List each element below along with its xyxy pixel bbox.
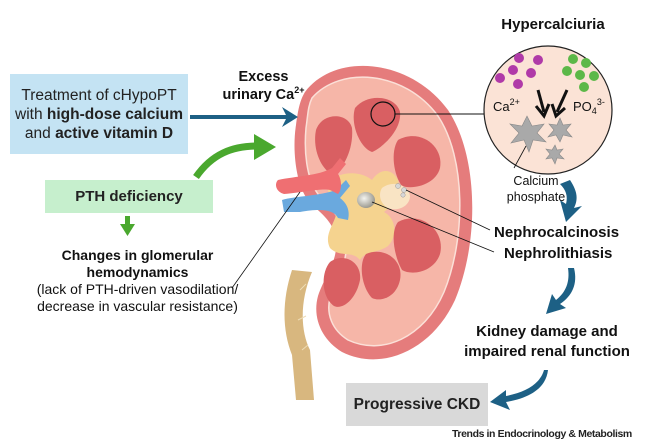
pth-deficiency-box: PTH deficiency: [45, 180, 213, 213]
treatment-box: Treatment of cHypoPT with high-dose calc…: [10, 74, 188, 154]
treatment-line3: and active vitamin D: [24, 124, 174, 142]
calcium-ions: [495, 53, 543, 89]
excess-calcium-label: Excess urinary Ca2+: [222, 69, 305, 103]
nephrocalcinosis-pointer: [405, 189, 491, 231]
pth-kidney-arrow: [193, 142, 259, 180]
phosphate-ions: [562, 54, 599, 92]
nephrolithiasis-label: Nephrolithiasis: [504, 245, 613, 262]
hypercalciuria-circle: [483, 45, 613, 175]
nephrocalcinosis-label: Nephrocalcinosis: [494, 224, 620, 241]
glomerular-hemodynamics-label: Changes in glomerular hemodynamics (lack…: [36, 247, 239, 314]
ureter: [284, 270, 314, 400]
nephrolithiasis-pointer: [371, 201, 495, 253]
phosphate-ion-label: PO43-: [573, 97, 605, 116]
calcium-phosphate-crystals: [509, 115, 573, 165]
flow-arrows: [490, 180, 582, 410]
treatment-line1: Treatment of cHypoPT: [21, 86, 177, 104]
kidney-stone: [357, 192, 375, 208]
progressive-ckd-box: Progressive CKD: [346, 383, 488, 426]
arrow-to-ckd: [490, 370, 548, 410]
calcium-phosphate-label: Calcium phosphate: [506, 174, 566, 204]
kidney-damage-label: Kidney damage and impaired renal functio…: [464, 323, 630, 360]
hypercalciuria-title: Hypercalciuria: [501, 16, 605, 33]
calcifications: [380, 183, 410, 210]
treatment-line2: with high-dose calcium: [15, 105, 183, 123]
arrow-to-nephrocalcinosis: [560, 180, 582, 222]
journal-credit: Trends in Endocrinology & Metabolism: [452, 428, 632, 440]
calcium-ion-label: Ca2+: [493, 97, 520, 115]
renal-pyramids: [315, 97, 441, 307]
glomerular-pointer: [231, 191, 301, 289]
renal-vessels: [276, 158, 350, 220]
kidney: [294, 65, 473, 360]
arrow-to-kidney-damage: [546, 268, 576, 314]
pth-down-arrow: [120, 216, 135, 236]
